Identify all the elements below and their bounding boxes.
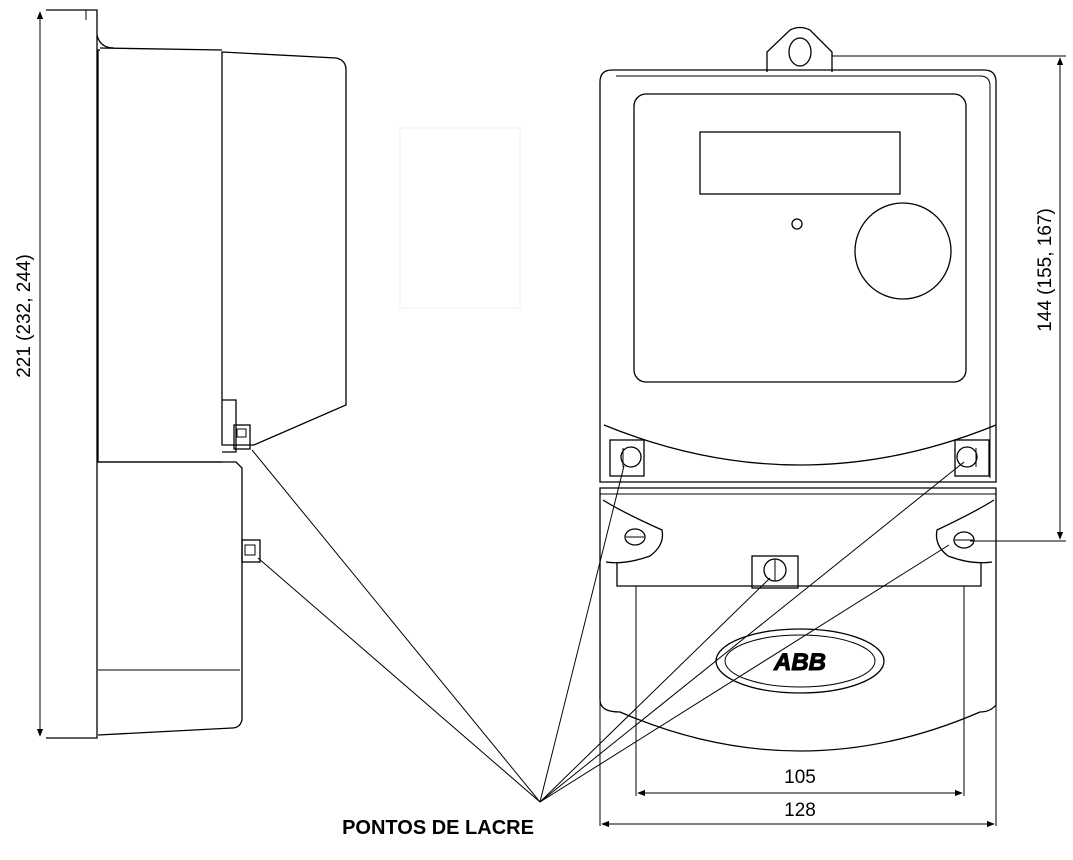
side-height-label: 221 (232, 244)	[14, 254, 35, 378]
lcd-display	[699, 131, 901, 195]
side-view	[46, 9, 521, 739]
front-view: ABB	[599, 26, 997, 826]
caption-seal-points: PONTOS DE LACRE	[342, 817, 534, 839]
width-dimensions: 105 128	[601, 767, 995, 828]
side-height-dimension: 221 (232, 244)	[14, 11, 44, 737]
front-height-label: 144 (155, 167)	[1035, 208, 1056, 332]
abb-logo-text: ABB	[773, 649, 826, 676]
display-window	[633, 93, 967, 383]
front-height-dimension: 144 (155, 167)	[832, 55, 1066, 542]
indicator-led	[791, 218, 803, 230]
outer-width-label: 128	[784, 800, 816, 821]
optical-port	[854, 202, 952, 300]
seal-leader-lines	[251, 449, 965, 803]
inner-width-label: 105	[784, 767, 816, 788]
